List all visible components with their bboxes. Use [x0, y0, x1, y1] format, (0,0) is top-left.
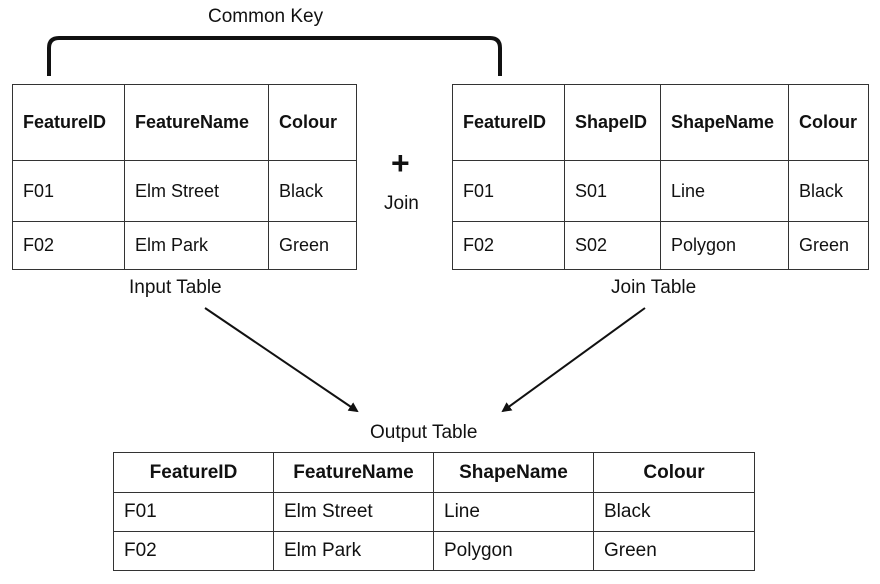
table-header-cell: Colour: [788, 84, 869, 161]
table-cell: Polygon: [660, 221, 789, 270]
table-cell: Line: [433, 492, 594, 532]
table-row: F01 Elm Street Line Black: [113, 492, 755, 532]
table-header-row: FeatureID FeatureName Colour: [12, 84, 357, 161]
output-table: FeatureID FeatureName ShapeName Colour F…: [113, 452, 755, 571]
common-key-label: Common Key: [208, 6, 324, 27]
table-cell: Elm Park: [273, 531, 434, 571]
table-cell: F02: [12, 221, 125, 270]
table-row: F02 Elm Park Polygon Green: [113, 531, 755, 571]
join-to-output-arrow: [501, 307, 646, 413]
table-header-cell: Colour: [268, 84, 357, 161]
table-cell: Elm Street: [273, 492, 434, 532]
table-cell: Black: [788, 160, 869, 222]
table-cell: Green: [788, 221, 869, 270]
table-cell: Green: [593, 531, 755, 571]
table-header-cell: ShapeName: [433, 452, 594, 493]
table-row: F01 Elm Street Black: [12, 160, 357, 222]
table-cell: F02: [113, 531, 274, 571]
table-header-cell: FeatureID: [452, 84, 565, 161]
table-cell: Black: [593, 492, 755, 532]
input-table: FeatureID FeatureName Colour F01 Elm Str…: [12, 84, 357, 270]
table-header-row: FeatureID ShapeID ShapeName Colour: [452, 84, 869, 161]
join-label: Join: [384, 193, 419, 214]
input-table-caption: Input Table: [129, 277, 222, 298]
table-cell: S02: [564, 221, 661, 270]
table-header-cell: FeatureName: [124, 84, 269, 161]
table-header-cell: ShapeID: [564, 84, 661, 161]
output-table-caption: Output Table: [370, 422, 478, 443]
table-header-cell: FeatureID: [113, 452, 274, 493]
table-cell: Green: [268, 221, 357, 270]
table-cell: F02: [452, 221, 565, 270]
input-to-output-arrow: [204, 307, 359, 413]
table-header-cell: ShapeName: [660, 84, 789, 161]
table-header-row: FeatureID FeatureName ShapeName Colour: [113, 452, 755, 493]
join-table-caption: Join Table: [611, 277, 697, 298]
table-row: F01 S01 Line Black: [452, 160, 869, 222]
join-plus-icon: +: [391, 145, 410, 181]
table-cell: Line: [660, 160, 789, 222]
table-row: F02 Elm Park Green: [12, 221, 357, 270]
table-cell: Black: [268, 160, 357, 222]
table-cell: F01: [12, 160, 125, 222]
table-cell: F01: [452, 160, 565, 222]
table-cell: Polygon: [433, 531, 594, 571]
table-cell: Elm Street: [124, 160, 269, 222]
table-cell: F01: [113, 492, 274, 532]
table-header-cell: FeatureID: [12, 84, 125, 161]
common-key-bracket: [47, 36, 502, 76]
table-cell: Elm Park: [124, 221, 269, 270]
table-header-cell: Colour: [593, 452, 755, 493]
table-header-cell: FeatureName: [273, 452, 434, 493]
join-table: FeatureID ShapeID ShapeName Colour F01 S…: [452, 84, 869, 270]
table-row: F02 S02 Polygon Green: [452, 221, 869, 270]
table-cell: S01: [564, 160, 661, 222]
